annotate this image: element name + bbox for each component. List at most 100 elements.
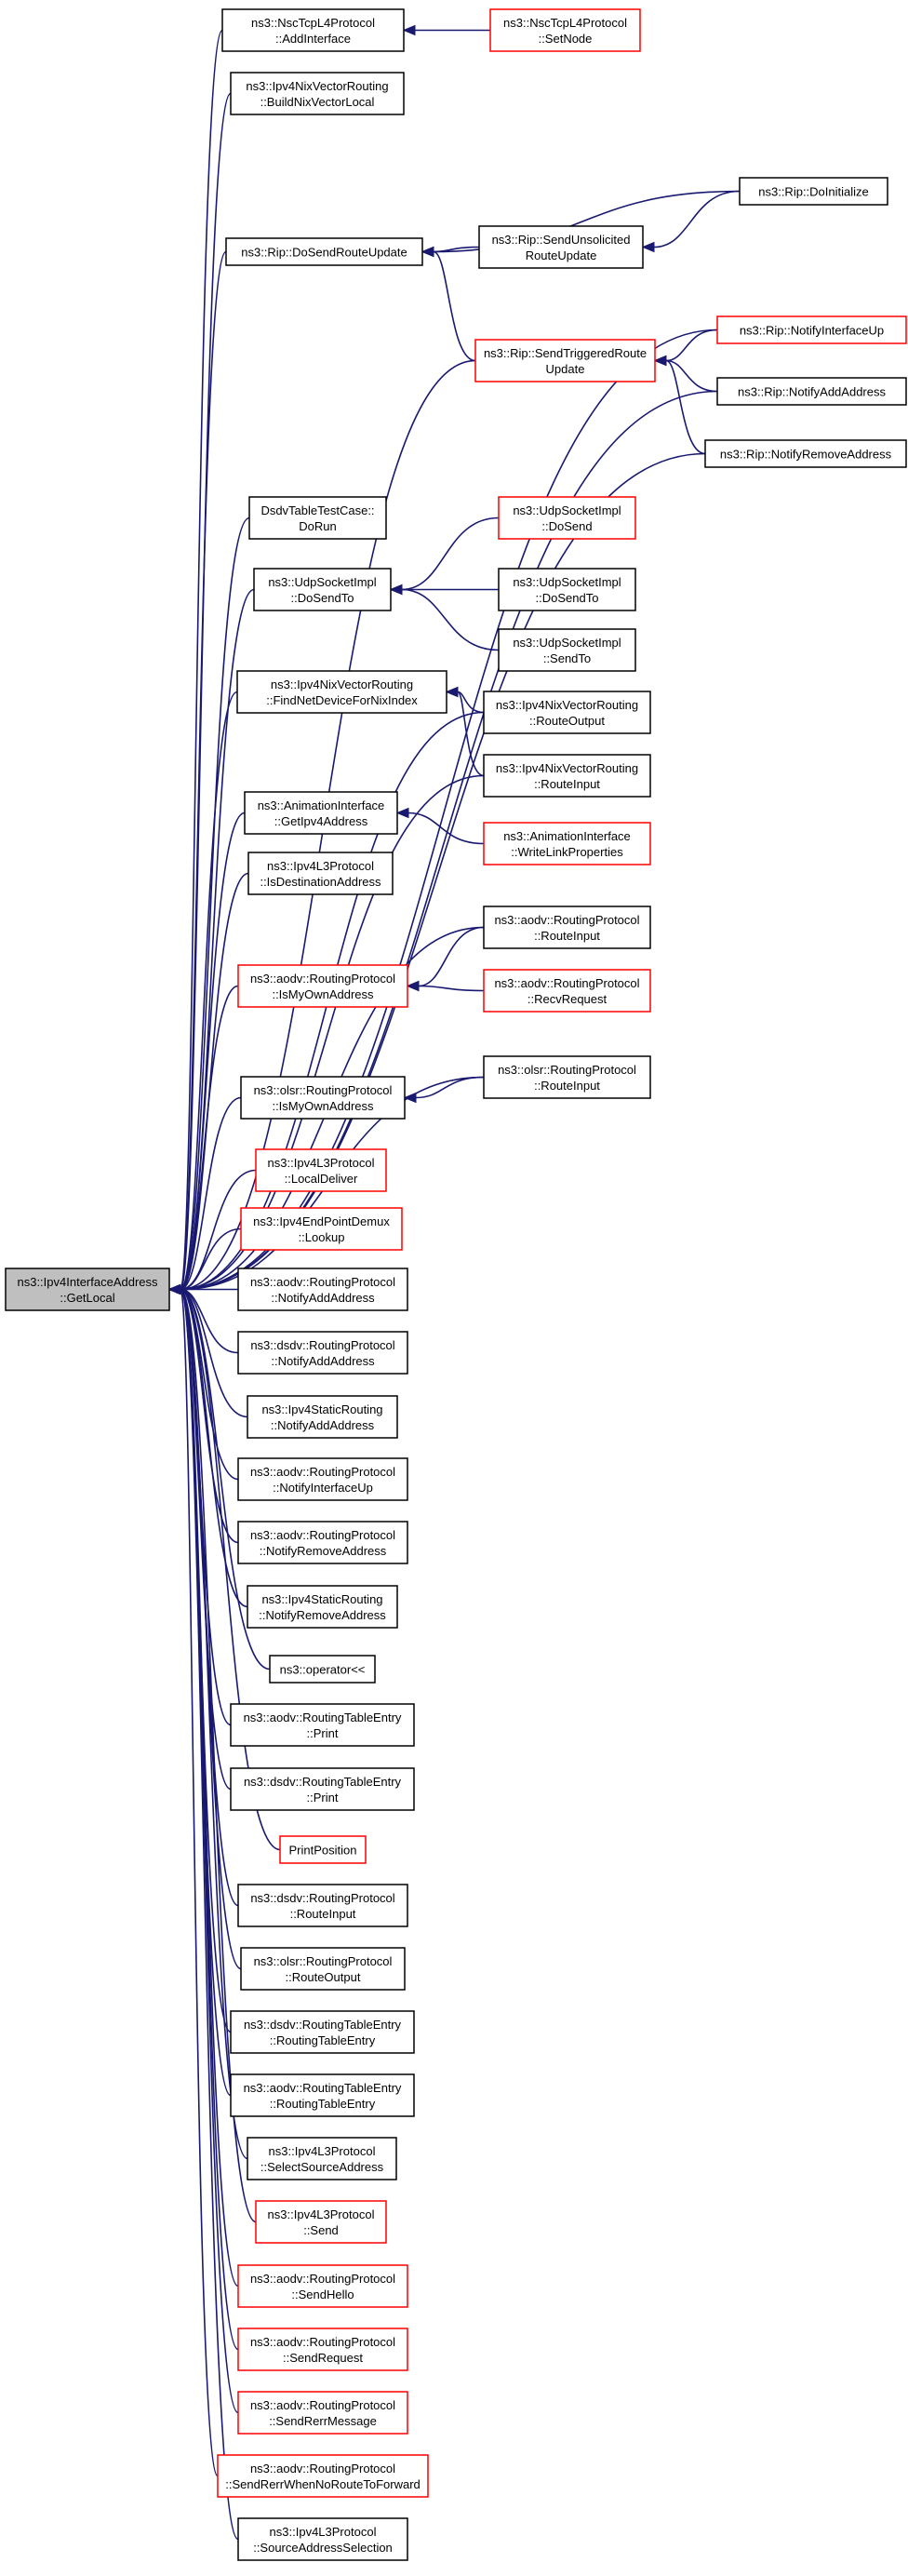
- node-box: [237, 2328, 408, 2371]
- edge-aodv_recvreq-to-aodv_ismy: [418, 985, 485, 992]
- node-label-line: ns3::dsdv::RoutingTableEntry: [244, 2018, 402, 2032]
- node-rip-remaddr[interactable]: ns3::Rip::NotifyRemoveAddress: [704, 439, 907, 468]
- node-anim-get[interactable]: ns3::AnimationInterface::GetIpv4Address: [244, 791, 398, 835]
- node-aodv-rerrmsg[interactable]: ns3::aodv::RoutingProtocol::SendRerrMess…: [237, 2391, 408, 2435]
- node-box: [237, 1268, 408, 1311]
- node-anim-write[interactable]: ns3::AnimationInterface::WriteLinkProper…: [483, 822, 651, 865]
- node-nsc-setnode[interactable]: ns3::NscTcpL4Protocol::SetNode: [489, 8, 641, 52]
- node-box: [247, 852, 394, 895]
- node-aodv-ismy[interactable]: ns3::aodv::RoutingProtocol::IsMyOwnAddre…: [237, 964, 408, 1008]
- node-label-line: ns3::olsr::RoutingProtocol: [254, 1083, 393, 1097]
- node-nix-routeout[interactable]: ns3::Ipv4NixVectorRouting::RouteOutput: [483, 691, 651, 734]
- node-aodv-sendreq[interactable]: ns3::aodv::RoutingProtocol::SendRequest: [237, 2328, 408, 2371]
- node-static-notifyadd[interactable]: ns3::Ipv4StaticRouting::NotifyAddAddress: [247, 1395, 398, 1439]
- node-label-line: ns3::Rip::DoSendRouteUpdate: [241, 246, 407, 260]
- node-dsdv-rte-print[interactable]: ns3::dsdv::RoutingTableEntry::Print: [230, 1767, 415, 1811]
- node-nix-routein[interactable]: ns3::Ipv4NixVectorRouting::RouteInput: [483, 754, 651, 798]
- node-box: [237, 2517, 408, 2561]
- node-label-line: ::GetIpv4Address: [274, 814, 368, 828]
- node-label-line: ns3::Rip::DoInitialize: [758, 185, 869, 199]
- node-box: [716, 315, 907, 344]
- node-label-line: ::SendRerrMessage: [269, 2414, 377, 2428]
- node-box: [483, 691, 651, 734]
- node-label-line: ::Send: [303, 2223, 339, 2237]
- node-root[interactable]: ns3::Ipv4InterfaceAddress::GetLocal: [5, 1268, 170, 1311]
- node-label-line: ns3::Ipv4NixVectorRouting: [271, 678, 413, 691]
- node-label-line: ::RouteInput: [290, 1907, 356, 1921]
- edge-anim_write-to-anim_get: [407, 812, 485, 845]
- node-aodv-rte-print[interactable]: ns3::aodv::RoutingTableEntry::Print: [230, 1703, 415, 1747]
- node-aodv-rerrnoroute[interactable]: ns3::aodv::RoutingProtocol::SendRerrWhen…: [217, 2454, 429, 2498]
- node-aodv-hello[interactable]: ns3::aodv::RoutingProtocol::SendHello: [237, 2264, 408, 2308]
- arrowhead-anim_write-to-anim_get: [395, 807, 409, 819]
- node-udp-sendto[interactable]: ns3::UdpSocketImpl::SendTo: [498, 628, 636, 672]
- node-label-line: ::RouteInput: [534, 777, 600, 791]
- node-label-line: ::IsDestinationAddress: [260, 875, 381, 889]
- node-op-ltlt[interactable]: ns3::operator<<: [269, 1655, 376, 1684]
- node-box: [237, 2391, 408, 2435]
- node-box: [498, 568, 636, 611]
- node-label-line: DsdvTableTestCase::: [260, 503, 374, 517]
- node-dsdv-routein[interactable]: ns3::dsdv::RoutingProtocol::RouteInput: [237, 1884, 408, 1927]
- edge-olsr_routein-to-olsr_ismy: [415, 1076, 485, 1099]
- node-box: [247, 2137, 397, 2180]
- node-box: [255, 1148, 387, 1192]
- node-aodv-routein[interactable]: ns3::aodv::RoutingProtocol::RouteInput: [483, 906, 651, 949]
- node-aodv-notifyrem[interactable]: ns3::aodv::RoutingProtocol::NotifyRemove…: [237, 1521, 408, 1564]
- node-label-line: ::SendRerrWhenNoRouteToForward: [225, 2477, 421, 2491]
- node-nix-build[interactable]: ns3::Ipv4NixVectorRouting::BuildNixVecto…: [230, 72, 405, 115]
- node-udp-dosendto[interactable]: ns3::UdpSocketImpl::DoSendTo: [253, 568, 392, 611]
- node-udp-dosendto2[interactable]: ns3::UdpSocketImpl::DoSendTo: [498, 568, 636, 611]
- node-label-line: ns3::dsdv::RoutingTableEntry: [244, 1775, 402, 1789]
- node-static-notifyrem[interactable]: ns3::Ipv4StaticRouting::NotifyRemoveAddr…: [247, 1585, 398, 1629]
- node-udp-dosend[interactable]: ns3::UdpSocketImpl::DoSend: [498, 496, 636, 540]
- node-nix-find[interactable]: ns3::Ipv4NixVectorRouting::FindNetDevice…: [236, 670, 447, 714]
- node-aodv-notifyifup[interactable]: ns3::aodv::RoutingProtocol::NotifyInterf…: [237, 1457, 408, 1501]
- node-label-line: ::SendRequest: [283, 2351, 363, 2365]
- node-olsr-routeout[interactable]: ns3::olsr::RoutingProtocol::RouteOutput: [240, 1947, 406, 1991]
- node-box: [279, 1835, 367, 1864]
- node-label-line: ::SourceAddressSelection: [253, 2541, 393, 2555]
- node-l3-selsrc[interactable]: ns3::Ipv4L3Protocol::SelectSourceAddress: [247, 2137, 397, 2180]
- node-dsdv-rte-ctor[interactable]: ns3::dsdv::RoutingTableEntry::RoutingTab…: [230, 2010, 415, 2054]
- node-rip-doinit[interactable]: ns3::Rip::DoInitialize: [739, 177, 888, 206]
- edge-nix_routein-to-root: [180, 774, 485, 1291]
- node-label-line: DoRun: [299, 519, 336, 533]
- edge-rip_addaddr-to-rip_trig: [665, 359, 718, 393]
- node-label-line: ::IsMyOwnAddress: [272, 987, 374, 1001]
- node-print-pos[interactable]: PrintPosition: [279, 1835, 367, 1864]
- node-label-line: ::NotifyRemoveAddress: [260, 1544, 387, 1558]
- node-box: [230, 1767, 415, 1811]
- node-l3-srcsel[interactable]: ns3::Ipv4L3Protocol::SourceAddressSelect…: [237, 2517, 408, 2561]
- node-dsdv-test[interactable]: DsdvTableTestCase::DoRun: [248, 496, 387, 540]
- node-l3-isdest[interactable]: ns3::Ipv4L3Protocol::IsDestinationAddres…: [247, 852, 394, 895]
- node-olsr-ismy[interactable]: ns3::olsr::RoutingProtocol::IsMyOwnAddre…: [240, 1076, 406, 1120]
- node-l3-send[interactable]: ns3::Ipv4L3Protocol::Send: [255, 2200, 387, 2244]
- node-label-line: ns3::Ipv4L3Protocol: [268, 1156, 375, 1170]
- node-olsr-routein[interactable]: ns3::olsr::RoutingProtocol::RouteInput: [483, 1055, 651, 1099]
- node-rip-addaddr[interactable]: ns3::Rip::NotifyAddAddress: [716, 377, 907, 406]
- node-rip-dosend[interactable]: ns3::Rip::DoSendRouteUpdate: [225, 237, 423, 266]
- node-aodv-rte-ctor[interactable]: ns3::aodv::RoutingTableEntry::RoutingTab…: [230, 2073, 415, 2117]
- node-epd-lookup[interactable]: ns3::Ipv4EndPointDemux::Lookup: [240, 1207, 403, 1251]
- node-l3-local[interactable]: ns3::Ipv4L3Protocol::LocalDeliver: [255, 1148, 387, 1192]
- node-box: [247, 1585, 398, 1629]
- node-label-line: ns3::Ipv4L3Protocol: [269, 2144, 376, 2158]
- node-aodv-recvreq[interactable]: ns3::aodv::RoutingProtocol::RecvRequest: [483, 969, 651, 1013]
- node-rip-ifup[interactable]: ns3::Rip::NotifyInterfaceUp: [716, 315, 907, 344]
- edge-aodv_routein-to-aodv_ismy: [418, 926, 485, 987]
- node-nsc-add[interactable]: ns3::NscTcpL4Protocol::AddInterface: [221, 8, 405, 52]
- node-dsdv-notifyadd[interactable]: ns3::dsdv::RoutingProtocol::NotifyAddAdd…: [237, 1331, 408, 1375]
- node-label-line: ns3::aodv::RoutingTableEntry: [244, 1711, 402, 1724]
- node-box: [225, 237, 423, 266]
- edge-rip_ifup-to-rip_trig: [665, 329, 718, 362]
- node-aodv-notifyadd[interactable]: ns3::aodv::RoutingProtocol::NotifyAddAdd…: [237, 1268, 408, 1311]
- edge-anim_get-to-root: [180, 812, 246, 1291]
- node-label-line: ns3::aodv::RoutingProtocol: [250, 972, 395, 986]
- edge-rip_doinit-to-rip_sendunsol: [653, 190, 741, 248]
- node-box: [247, 1395, 398, 1439]
- node-label-line: ns3::Ipv4EndPointDemux: [253, 1214, 390, 1228]
